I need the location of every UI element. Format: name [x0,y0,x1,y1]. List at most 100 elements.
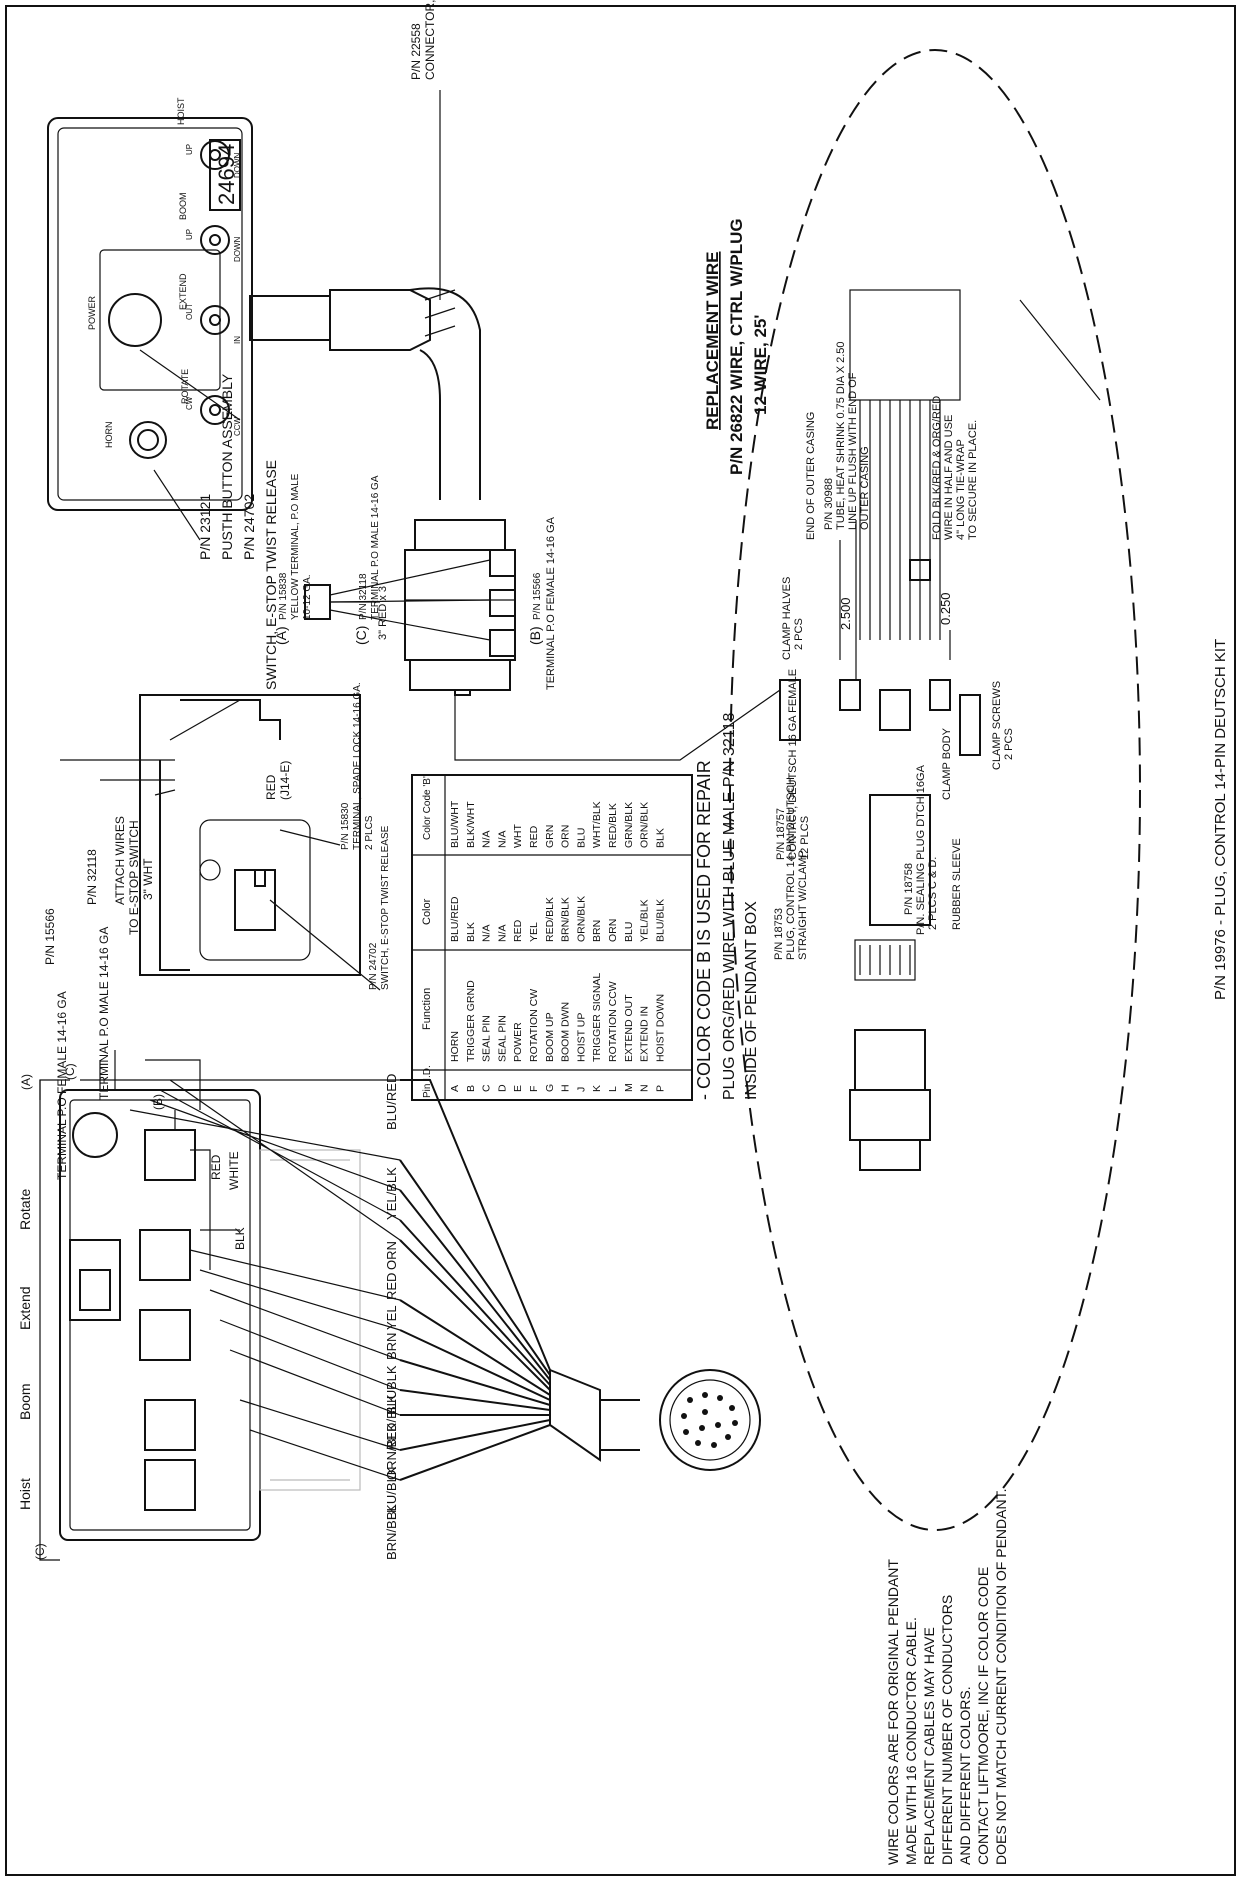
svg-text:(C): (C) [353,626,369,645]
svg-text:2 PCS: 2 PCS [1003,728,1015,760]
switch-knob-boom [200,225,230,255]
svg-text:P/N 18753: P/N 18753 [773,908,785,960]
svg-text:12 PLCS: 12 PLCS [799,816,811,860]
svg-text:DOWN: DOWN [233,152,242,178]
pin-table-cell: BOOM UP [544,1012,556,1062]
svg-text:STRAIGHT W/CLAMP: STRAIGHT W/CLAMP [797,850,809,960]
pin-table-cell: BLK [654,828,666,848]
sheet-border [5,5,1236,1876]
svg-text:BLU/RED: BLU/RED [384,1074,399,1130]
svg-text:P/N 18758: P/N 18758 [903,863,915,915]
pin-table-cell: ORN/BLK [639,802,651,848]
svg-text:P/N 30988: P/N 30988 [823,478,835,530]
svg-text:TERMINAL P.O MALE 14-16 GA: TERMINAL P.O MALE 14-16 GA [370,475,381,620]
svg-text:CLAMP SCREWS: CLAMP SCREWS [991,681,1003,770]
svg-text:CONNECTOR, CGB 3/4 NPT FLEX: CONNECTOR, CGB 3/4 NPT FLEX [423,0,437,80]
svg-text:(C): (C) [33,1543,47,1560]
estop-inset [139,694,361,976]
svg-text:SWITCH, E-STOP TWIST RELEASE: SWITCH, E-STOP TWIST RELEASE [380,825,391,990]
footer-note: WIRE COLORS ARE FOR ORIGINAL PENDANT MAD… [885,1489,1009,1865]
pin-table-cell: BRN [591,920,603,942]
switch-knob-extend [200,305,230,335]
svg-text:RED: RED [209,1154,223,1180]
connector-pins [681,1392,738,1448]
pin-table-cell: F [528,1086,540,1092]
pin-table-cell: BLK/WHT [465,801,477,848]
terminal-group [304,549,516,657]
svg-text:REPLACEMENT CABLES MAY HAVE: REPLACEMENT CABLES MAY HAVE [921,1627,937,1865]
leader-push-button [153,469,201,541]
pin-table-cell: ORN [560,825,572,848]
svg-text:ATTACH WIRES: ATTACH WIRES [113,816,127,905]
pin-table-cell: WHT [512,824,524,848]
svg-text:RUBBER SLEEVE: RUBBER SLEEVE [951,838,963,930]
svg-text:BOOM: BOOM [178,192,188,220]
svg-text:- COLOR CODE B IS USED FOR REP: - COLOR CODE B IS USED FOR REPAIR [694,760,714,1100]
svg-text:WIRE COLORS ARE FOR ORIGINAL P: WIRE COLORS ARE FOR ORIGINAL PENDANT [885,1559,901,1865]
pin-table-cell: YEL [528,922,540,942]
pin-table-cell: TRIGGER GRND [465,980,477,1062]
pin-table-cell: N [639,1084,651,1092]
pin-table-cell: EXTEND OUT [623,994,635,1062]
pendant-serial-plate: 24694 [209,139,241,211]
pin-table-cell: E [512,1085,524,1092]
pendant-cable [249,287,481,500]
pin-table-cell: TRIGGER SIGNAL [591,973,603,1062]
pin-table-cell: GRN/BLK [623,802,635,848]
svg-text:RED: RED [384,1273,399,1300]
pin-table-cell: P [654,1085,666,1092]
pin-table-cell: RED/BLK [544,897,556,942]
svg-text:BRN/BLK: BRN/BLK [384,1504,399,1560]
svg-text:UP: UP [185,144,194,155]
pin-table-cell: HORN [449,1031,461,1062]
pin-table-cell: N/A [496,924,508,942]
svg-text:PLUG ORG/RED WIRE WITH BLUE MA: PLUG ORG/RED WIRE WITH BLUE MALE P/N 321… [721,713,738,1100]
switch-knob-hoist [200,140,230,170]
pin-table-cell: BLU [575,828,587,848]
svg-text:0.250: 0.250 [938,592,953,625]
svg-text:(A): (A) [273,626,289,645]
svg-text:(J14-E): (J14-E) [278,761,292,800]
svg-text:Boom: Boom [17,1383,33,1420]
svg-text:Color Code 'B': Color Code 'B' [422,776,433,840]
svg-text:24694: 24694 [214,144,239,205]
pin-table-cell: G [544,1084,556,1092]
pin-table-cell: J [575,1087,587,1092]
deutsch-contacts-group [854,939,916,981]
svg-text:2.500: 2.500 [838,597,853,630]
leader-kit [1019,299,1101,401]
pin-table-cell: N/A [481,924,493,942]
svg-text:TERMINAL P.O FEMALE 14-16 GA: TERMINAL P.O FEMALE 14-16 GA [55,991,69,1180]
svg-text:(B): (B) [527,626,543,645]
svg-text:TERMINAL P.O MALE 14-16 GA: TERMINAL P.O MALE 14-16 GA [97,927,111,1100]
pin-table-cell: ORN [607,919,619,942]
svg-text:Hoist: Hoist [17,1478,33,1510]
svg-text:10-12 GA.: 10-12 GA. [302,574,313,620]
pin-table-cell: BLU/RED [449,896,461,942]
svg-text:CW: CW [185,396,194,410]
svg-text:HOIST: HOIST [176,97,186,125]
svg-text:P/N 23121: P/N 23121 [197,494,213,560]
svg-text:ORN/BLK: ORN/BLK [384,1423,399,1480]
pin-table-cell: BRN/BLK [560,897,572,942]
svg-text:Extend: Extend [17,1286,33,1330]
leader-estop2 [269,899,381,991]
switch-knob-rotate [200,395,230,425]
svg-text:FOLD BLK/RED & ORG/RED: FOLD BLK/RED & ORG/RED [931,396,943,540]
svg-text:P/N 24702: P/N 24702 [368,942,379,990]
svg-text:(B): (B) [151,1094,165,1110]
wiring-schematic [39,1050,761,1561]
pin-table-cell: POWER [512,1022,524,1062]
svg-text:RED/BLK: RED/BLK [384,1394,399,1450]
svg-text:YEL: YEL [384,1305,399,1330]
pin-table-cell: ORN/BLK [575,896,587,942]
svg-text:RED: RED [264,774,278,800]
svg-text:P/N 26822 WIRE, CTRL W/PLUG: P/N 26822 WIRE, CTRL W/PLUG [727,218,746,475]
svg-text:CONTACT, DEUTSCH 16 GA FEMALE: CONTACT, DEUTSCH 16 GA FEMALE [787,669,799,860]
leader-estop [139,349,241,421]
pin-table-cell: RED [512,919,524,942]
pin-table-cell: WHT/BLK [591,801,603,848]
svg-text:Color: Color [421,898,433,925]
